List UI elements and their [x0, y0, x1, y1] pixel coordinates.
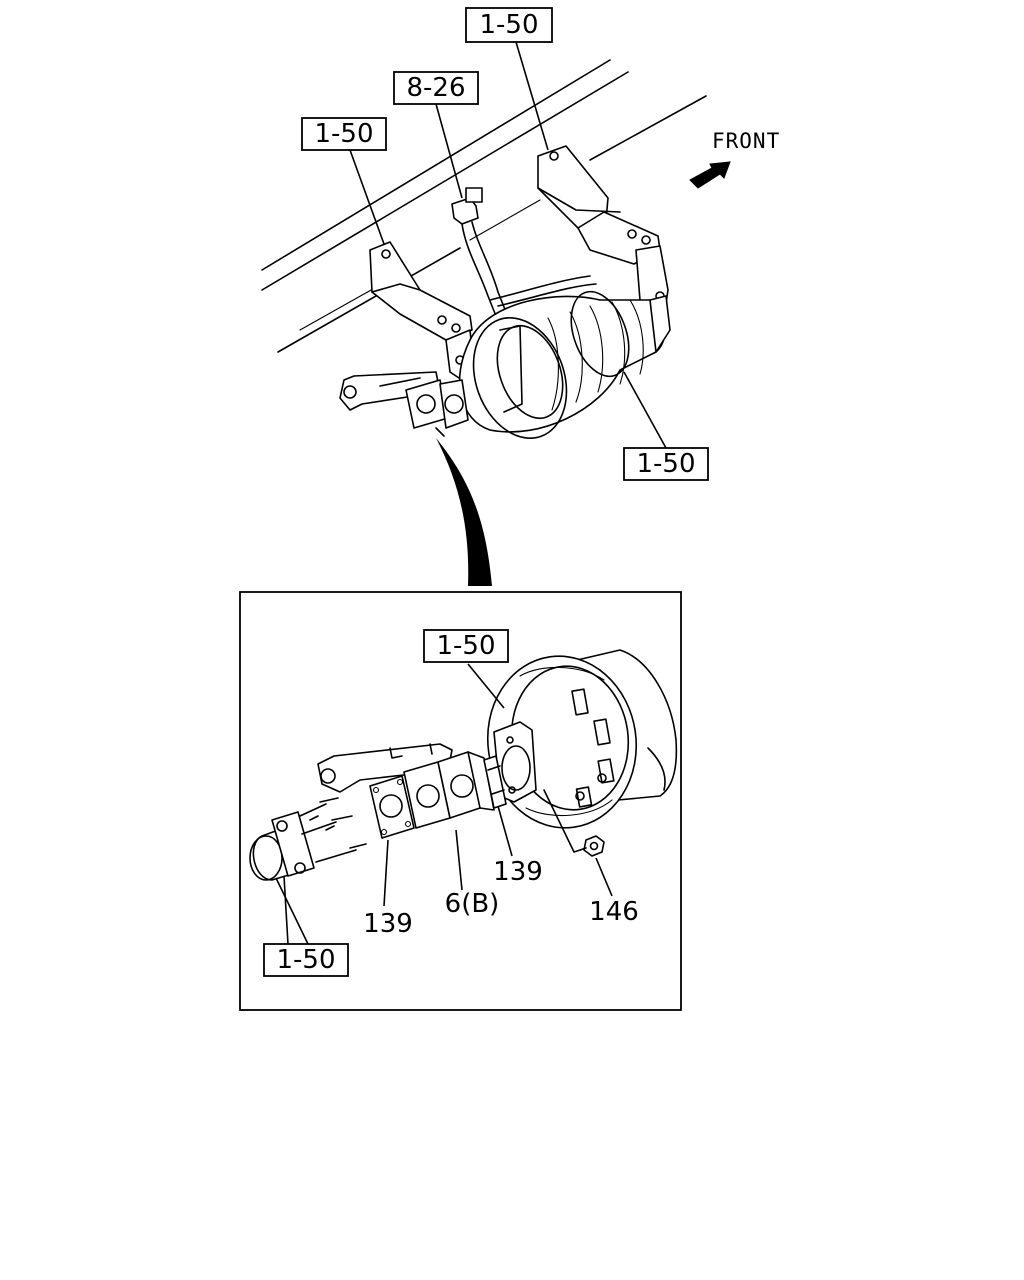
frame-rails [261, 59, 707, 353]
inlet-flange-assembly [339, 371, 469, 437]
left-hanger-bracket [369, 241, 475, 381]
svg-text:1-50: 1-50 [314, 119, 373, 149]
svg-text:8-26: 8-26 [406, 73, 465, 103]
ref-label-detail-pipe: 1-50 [263, 943, 349, 977]
part-number-146: 146 [589, 897, 639, 927]
part-number-139-left: 139 [363, 909, 413, 939]
svg-text:1-50: 1-50 [636, 449, 695, 479]
svg-text:1-50: 1-50 [436, 631, 495, 661]
adapter-6b [403, 751, 495, 829]
upper-leader-lines [349, 41, 667, 449]
detail-view: 1-50 1-50 139 139 6(B) 146 [239, 591, 682, 1011]
front-indicator: FRONT [689, 129, 780, 189]
converter-body [458, 290, 671, 439]
detail-leader-lines [275, 663, 613, 945]
ref-label-converter-body: 1-50 [623, 447, 709, 481]
ref-label-detail-turbo: 1-50 [423, 629, 509, 663]
ref-label-top-left: 1-50 [301, 117, 387, 151]
part-number-139-right: 139 [493, 857, 543, 887]
arrow-icon [689, 161, 731, 189]
upper-assembly: 1-50 8-26 1-50 1-50 FRONT [261, 7, 780, 586]
outlet-housing [486, 649, 678, 829]
ref-label-top-center: 8-26 [393, 71, 479, 105]
exhaust-pipe [249, 797, 367, 881]
gasket-139-left [369, 775, 415, 839]
sensor-harness [451, 187, 597, 317]
svg-text:1-50: 1-50 [479, 10, 538, 40]
svg-text:1-50: 1-50 [276, 945, 335, 975]
part-number-6b: 6(B) [445, 889, 500, 919]
nut-146 [543, 789, 605, 857]
ref-label-top-right: 1-50 [465, 7, 553, 43]
gasket-139-right [483, 755, 507, 809]
curved-pointer-icon [436, 438, 492, 586]
front-label: FRONT [712, 129, 780, 153]
